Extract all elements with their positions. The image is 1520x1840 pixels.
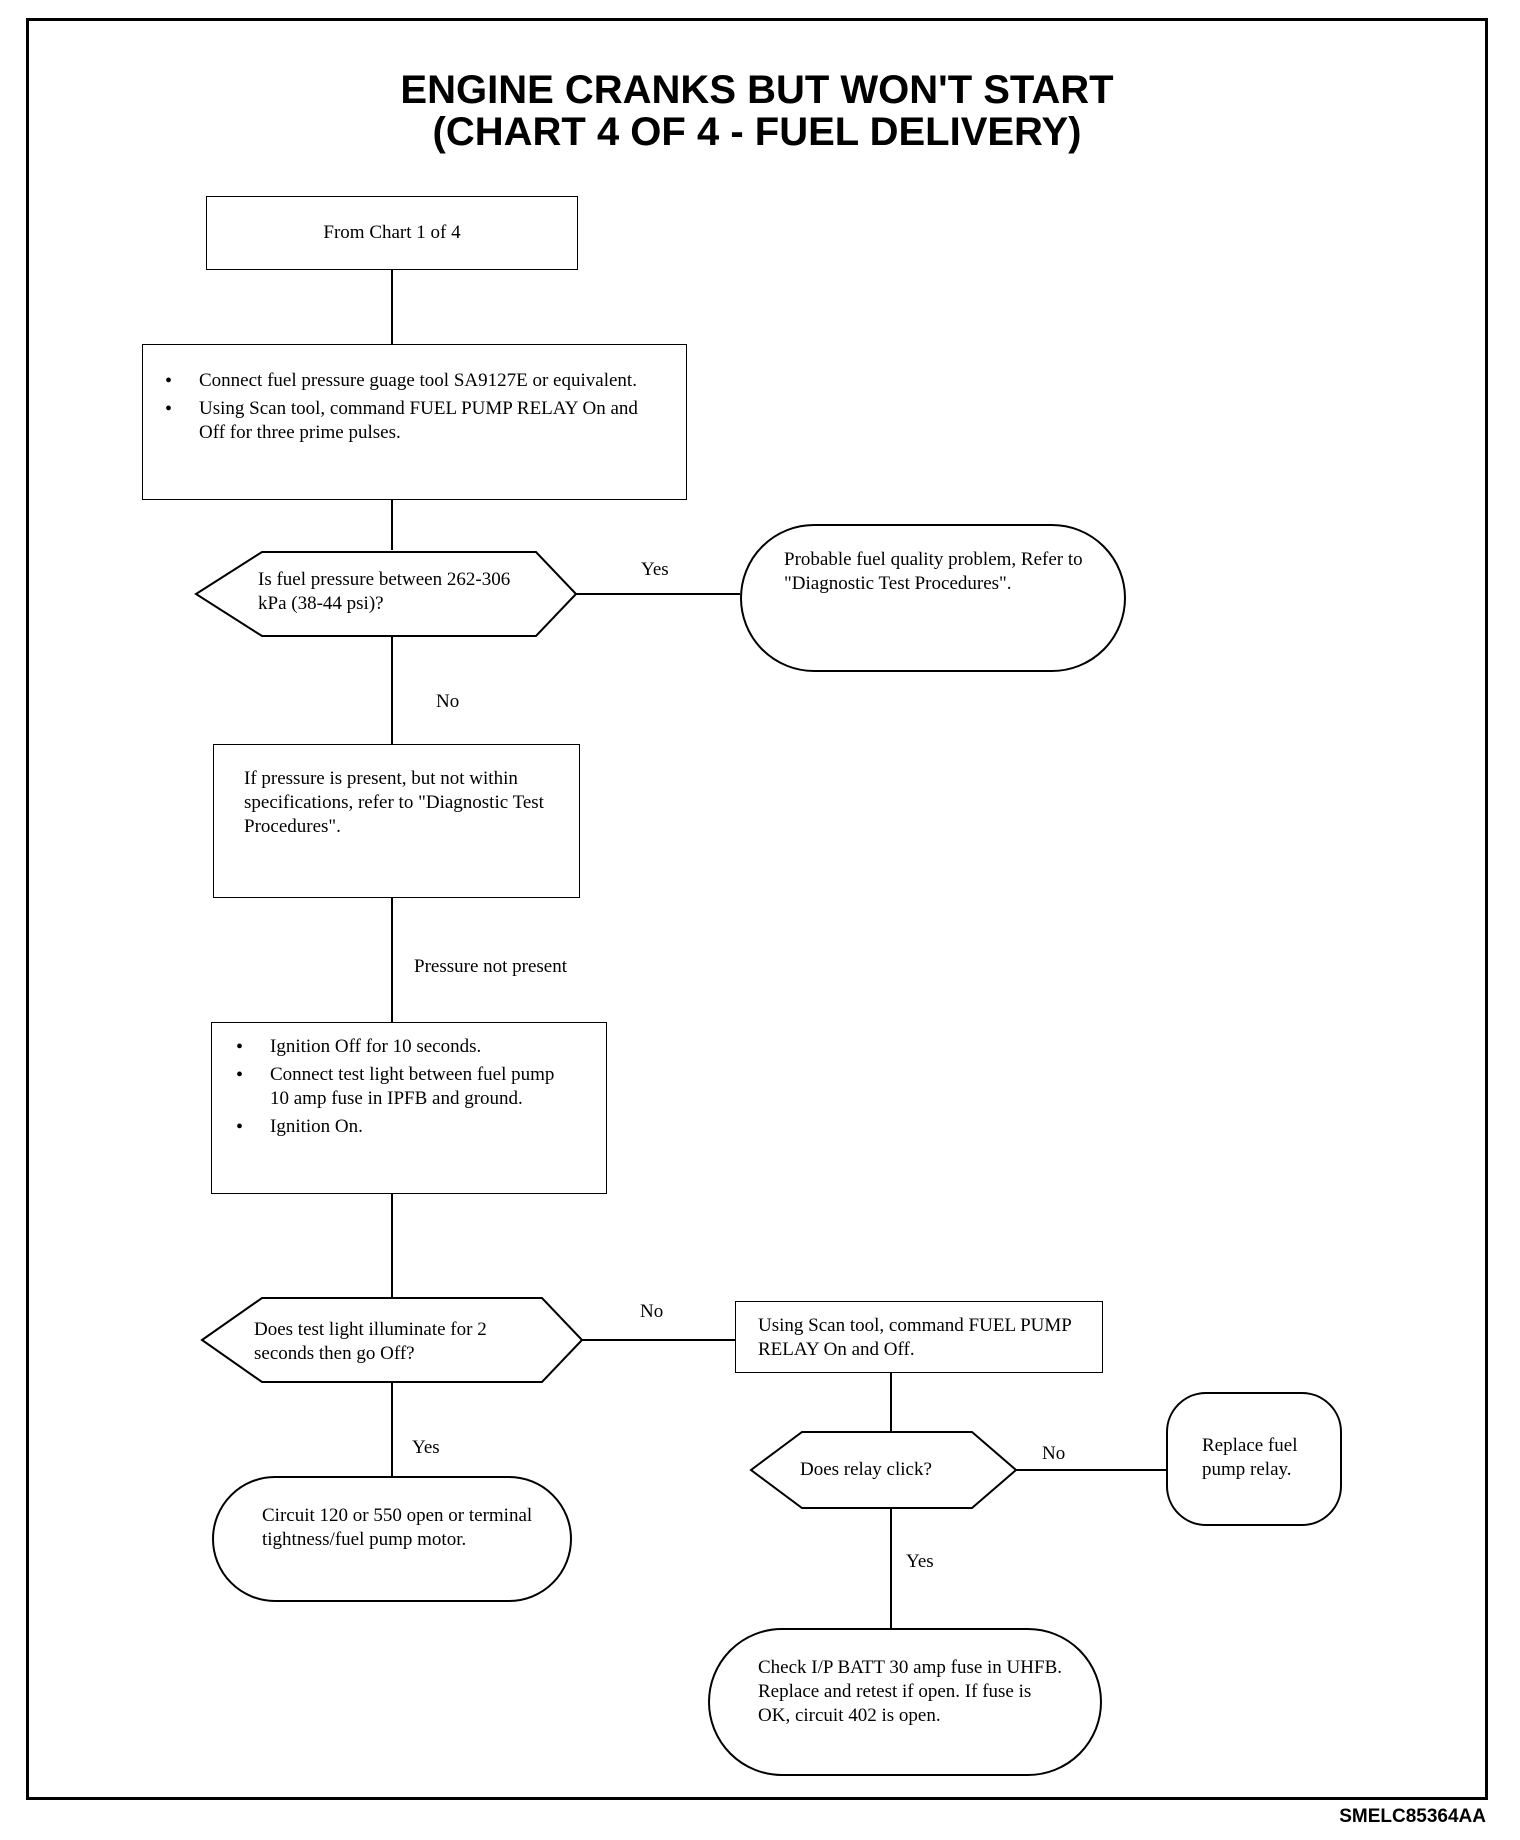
decision-2-text: Does test light illuminate for 2 seconds… <box>254 1319 487 1364</box>
step-2-text: If pressure is present, but not within s… <box>244 768 544 837</box>
decision-2-diamond <box>200 1297 584 1383</box>
step-4-box: Using Scan tool, command FUEL PUMP RELAY… <box>735 1301 1103 1373</box>
decision-2-no-label: No <box>640 1301 664 1322</box>
decision-3-text: Does relay click? <box>800 1459 932 1480</box>
result-check-fuse-box: Check I/P BATT 30 amp fuse in UHFB. Repl… <box>708 1628 1102 1776</box>
decision-2-yes-label: Yes <box>412 1437 440 1458</box>
result-fuel-quality-text: Probable fuel quality problem, Refer to … <box>784 549 1083 594</box>
step-1-list: Connect fuel pressure guage tool SA9127E… <box>165 369 666 445</box>
result-check-fuse-text: Check I/P BATT 30 amp fuse in UHFB. Repl… <box>758 1657 1062 1726</box>
result-replace-relay-box: Replace fuel pump relay. <box>1166 1392 1342 1526</box>
start-text: From Chart 1 of 4 <box>323 222 461 243</box>
diagram-frame <box>26 18 1488 1800</box>
result-replace-relay-text: Replace fuel pump relay. <box>1202 1435 1298 1480</box>
decision-1-no-label: No <box>436 691 460 712</box>
result-circuit-text: Circuit 120 or 550 open or terminal tigh… <box>262 1505 533 1550</box>
start-box: From Chart 1 of 4 <box>206 196 578 270</box>
decision-1-text: Is fuel pressure between 262-306 kPa (38… <box>258 569 511 614</box>
step-1-bullet-2: Using Scan tool, command FUEL PUMP RELAY… <box>165 397 666 445</box>
step-3-bullet-1: Ignition Off for 10 seconds. <box>236 1035 578 1059</box>
step-4-text: Using Scan tool, command FUEL PUMP RELAY… <box>758 1315 1072 1360</box>
figure-code: SMELC85364AA <box>1339 1806 1486 1827</box>
decision-1-diamond <box>194 551 578 637</box>
step-3-bullet-2: Connect test light between fuel pump 10 … <box>236 1063 578 1111</box>
step-2-box: If pressure is present, but not within s… <box>213 744 580 898</box>
pressure-not-present-label: Pressure not present <box>414 956 568 977</box>
step-3-bullet-3: Ignition On. <box>236 1115 578 1139</box>
step-3-list: Ignition Off for 10 seconds. Connect tes… <box>236 1035 578 1139</box>
decision-1-yes-label: Yes <box>641 559 669 580</box>
chart-title-line-2: (CHART 4 OF 4 - FUEL DELIVERY) <box>432 110 1082 154</box>
decision-3-diamond <box>749 1431 1018 1509</box>
step-3-box: Ignition Off for 10 seconds. Connect tes… <box>211 1022 607 1194</box>
chart-title-line-1: ENGINE CRANKS BUT WON'T START <box>400 68 1114 112</box>
decision-3-yes-label: Yes <box>906 1551 934 1572</box>
result-circuit-box: Circuit 120 or 550 open or terminal tigh… <box>212 1476 572 1602</box>
step-1-box: Connect fuel pressure guage tool SA9127E… <box>142 344 687 500</box>
result-fuel-quality-box: Probable fuel quality problem, Refer to … <box>740 524 1126 672</box>
decision-3-no-label: No <box>1042 1443 1066 1464</box>
step-1-bullet-1: Connect fuel pressure guage tool SA9127E… <box>165 369 666 393</box>
